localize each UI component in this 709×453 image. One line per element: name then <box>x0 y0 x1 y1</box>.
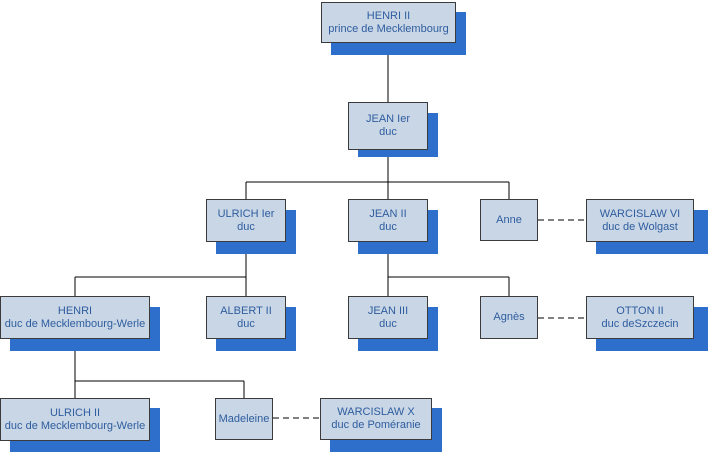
node-title: duc de Mecklembourg-Werle <box>4 419 146 432</box>
node-name: ALBERT II <box>220 304 272 317</box>
node-name: Madeleine <box>218 412 270 425</box>
node-title: duc de Poméranie <box>331 419 421 431</box>
node-otton-ii[interactable]: OTTON II duc deSzczecin <box>586 296 694 339</box>
node-name: JEAN Ier <box>365 113 410 125</box>
node-title: prince de Mecklembourg <box>328 22 449 35</box>
node-albert-ii[interactable]: ALBERT II duc <box>206 296 286 339</box>
node-title: duc <box>237 317 255 330</box>
node-name: HENRI II <box>366 9 411 22</box>
node-name: WARCISLAW X <box>337 406 415 418</box>
node-warcislaw-vi[interactable]: WARCISLAW VI duc de Wolgast <box>586 199 694 242</box>
node-name: ULRICH II <box>49 406 101 419</box>
node-henri[interactable]: HENRI duc de Mecklembourg-Werle <box>0 296 150 339</box>
node-jean-ii[interactable]: JEAN II duc <box>348 199 428 242</box>
node-name: JEAN II <box>369 207 407 220</box>
node-title: duc <box>379 220 397 233</box>
node-name: OTTON II <box>616 304 664 317</box>
node-title: duc <box>379 126 397 138</box>
node-anne[interactable]: Anne <box>480 199 538 241</box>
node-jean-ier[interactable]: JEAN Ier duc <box>348 102 428 150</box>
node-agnes[interactable]: Agnès <box>480 296 538 339</box>
node-title: duc de Mecklembourg-Werle <box>4 317 146 330</box>
node-jean-iii[interactable]: JEAN III duc <box>348 296 428 339</box>
node-name: HENRI <box>57 304 93 317</box>
node-title: duc <box>237 220 255 233</box>
node-name: Anne <box>496 213 522 226</box>
node-title: duc <box>379 317 397 330</box>
node-ulrich-ii[interactable]: ULRICH II duc de Mecklembourg-Werle <box>0 398 150 441</box>
node-name: ULRICH Ier <box>217 207 275 220</box>
node-name: JEAN III <box>367 304 409 317</box>
node-henri-ii[interactable]: HENRI II prince de Mecklembourg <box>321 2 456 43</box>
node-madeleine[interactable]: Madeleine <box>215 398 273 440</box>
node-ulrich-ier[interactable]: ULRICH Ier duc <box>206 199 286 242</box>
node-warcislaw-x[interactable]: WARCISLAW X duc de Poméranie <box>320 398 432 440</box>
node-title: duc de Wolgast <box>602 220 678 233</box>
node-name: WARCISLAW VI <box>599 207 681 220</box>
node-title: duc deSzczecin <box>601 317 679 330</box>
node-name: Agnès <box>493 311 525 323</box>
